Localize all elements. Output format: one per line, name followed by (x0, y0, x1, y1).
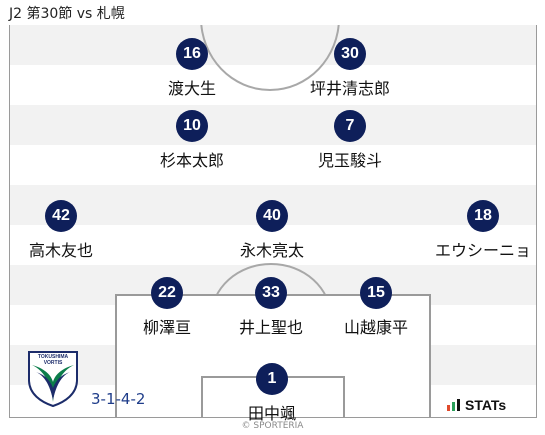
player-number-badge: 33 (255, 277, 287, 309)
player-name: 坪井清志郎 (309, 79, 390, 98)
stats-brand-label: STATs (465, 397, 507, 413)
pitch (9, 25, 537, 418)
player-card[interactable]: 22 柳澤亘 (117, 277, 217, 338)
player-card[interactable]: 7 児玉駿斗 (300, 110, 400, 171)
player-number-badge: 18 (467, 200, 499, 232)
stats-bars-icon (447, 399, 460, 411)
pitch-stripe (10, 105, 536, 145)
formation-label: 3-1-4-2 (91, 390, 146, 408)
player-name: 田中颯 (247, 404, 296, 423)
player-card[interactable]: 18 エウシーニョ (433, 200, 533, 261)
player-number-badge: 15 (360, 277, 392, 309)
player-card[interactable]: 30 坪井清志郎 (300, 38, 400, 99)
page-title: J2 第30節 vs 札幌 (9, 6, 125, 22)
player-name: 井上聖也 (238, 318, 303, 337)
player-name: 高木友也 (28, 241, 93, 260)
player-name: エウシーニョ (434, 241, 531, 260)
player-card[interactable]: 15 山越康平 (326, 277, 426, 338)
player-name: 杉本太郎 (159, 151, 224, 170)
player-number-badge: 40 (256, 200, 288, 232)
player-card[interactable]: 1 田中颯 (222, 363, 322, 424)
player-card[interactable]: 42 高木友也 (11, 200, 111, 261)
player-card[interactable]: 10 杉本太郎 (142, 110, 242, 171)
player-number-badge: 10 (176, 110, 208, 142)
player-name: 山越康平 (343, 318, 408, 337)
player-number-badge: 7 (334, 110, 366, 142)
team-logo: TOKUSHIMA VORTIS (25, 348, 81, 408)
player-name: 児玉駿斗 (317, 151, 382, 170)
stats-brand: STATs (447, 397, 506, 413)
player-number-badge: 42 (45, 200, 77, 232)
player-name: 永木亮太 (239, 241, 304, 260)
player-card[interactable]: 33 井上聖也 (221, 277, 321, 338)
player-number-badge: 30 (334, 38, 366, 70)
player-number-badge: 22 (151, 277, 183, 309)
player-name: 柳澤亘 (142, 318, 191, 337)
player-name: 渡大生 (167, 79, 216, 98)
player-number-badge: 16 (176, 38, 208, 70)
player-number-badge: 1 (256, 363, 288, 395)
svg-text:TOKUSHIMA: TOKUSHIMA (38, 354, 69, 360)
player-card[interactable]: 16 渡大生 (142, 38, 242, 99)
player-card[interactable]: 40 永木亮太 (222, 200, 322, 261)
copyright: © SPORTERIA (241, 421, 304, 431)
svg-text:VORTIS: VORTIS (44, 360, 63, 366)
